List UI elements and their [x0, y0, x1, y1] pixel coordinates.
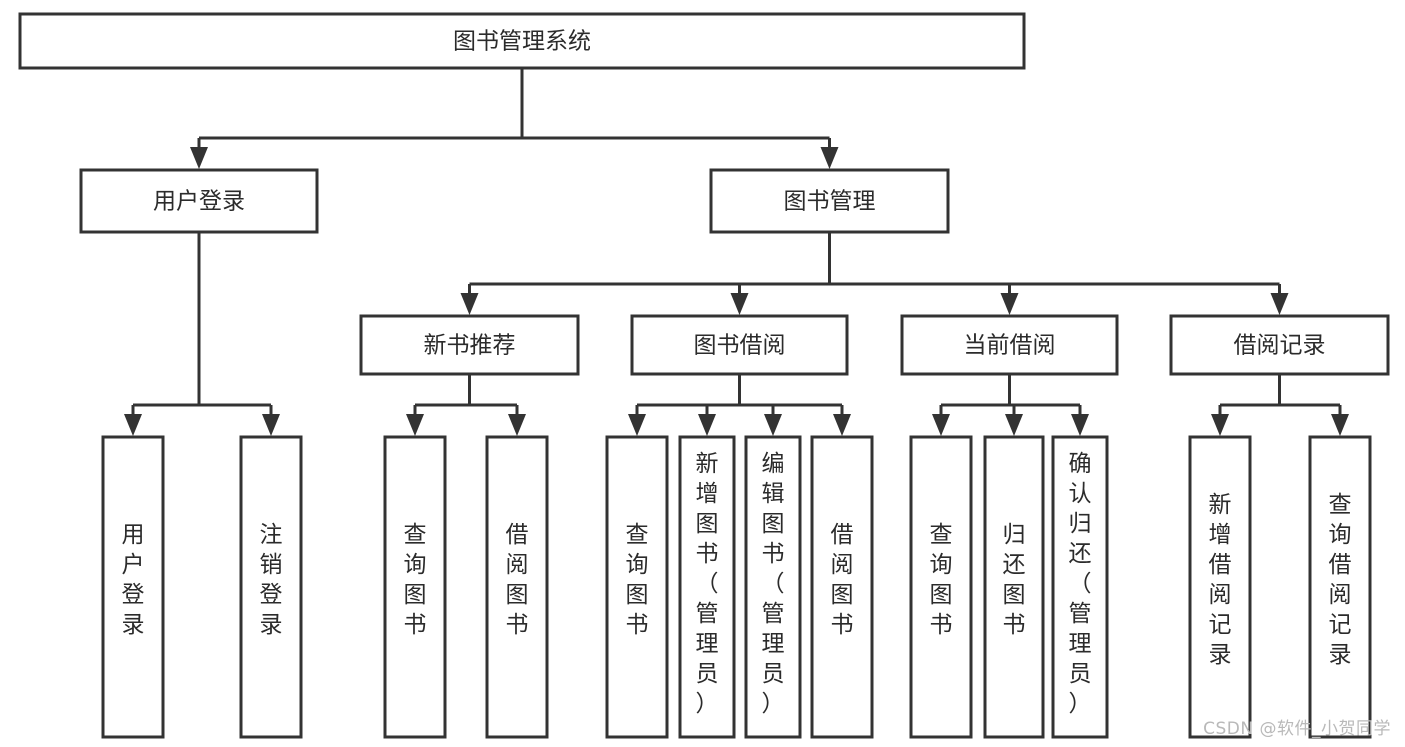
node-label: 借阅图书 — [831, 522, 854, 638]
arrow-head-icon — [820, 147, 839, 169]
arrow-head-icon — [764, 414, 782, 436]
node-box — [1169, 314, 1390, 376]
node-borrow-record[interactable]: 借阅记录 — [1169, 314, 1390, 376]
node-label: 查询图书 — [930, 522, 953, 638]
node-box — [101, 435, 165, 739]
node-label: 新增图书（管理员） — [696, 451, 719, 717]
node-box — [900, 314, 1119, 376]
node-box — [239, 435, 303, 739]
node-box — [18, 12, 1026, 70]
node-leaf-edit-book[interactable]: 编辑图书（管理员） — [744, 435, 802, 739]
node-box — [605, 435, 669, 739]
node-leaf-return-book[interactable]: 归还图书 — [983, 435, 1045, 739]
node-label: 查询图书 — [626, 522, 649, 638]
node-box — [79, 168, 319, 234]
node-label: 借阅图书 — [506, 522, 529, 638]
node-box — [630, 314, 849, 376]
node-box — [744, 435, 802, 739]
node-label: 查询借阅记录 — [1329, 492, 1352, 668]
node-layer: 图书管理系统用户登录图书管理新书推荐图书借阅当前借阅借阅记录用户登录注销登录查询… — [18, 12, 1390, 739]
watermark-text: CSDN @软件_小贺同学 — [1203, 719, 1391, 739]
node-label: 用户登录 — [153, 189, 245, 215]
node-box — [1308, 435, 1372, 739]
node-leaf-add-book[interactable]: 新增图书（管理员） — [678, 435, 736, 739]
node-label: 图书借阅 — [694, 333, 786, 359]
node-label: 新增借阅记录 — [1209, 492, 1232, 668]
node-box — [1188, 435, 1252, 739]
arrow-head-icon — [1211, 414, 1229, 436]
arrow-head-icon — [730, 293, 749, 315]
node-leaf-query-book-3[interactable]: 查询图书 — [909, 435, 973, 739]
node-user-login[interactable]: 用户登录 — [79, 168, 319, 234]
node-label: 当前借阅 — [964, 333, 1056, 359]
node-leaf-borrow-book-2[interactable]: 借阅图书 — [810, 435, 874, 739]
arrow-head-icon — [460, 293, 479, 315]
node-leaf-add-borrow-record[interactable]: 新增借阅记录 — [1188, 435, 1252, 739]
node-new-book-recommend[interactable]: 新书推荐 — [359, 314, 580, 376]
arrow-head-icon — [190, 147, 208, 169]
arrow-head-icon — [508, 414, 526, 436]
node-label: 用户登录 — [122, 522, 145, 638]
node-label: 新书推荐 — [424, 333, 516, 359]
node-label: 编辑图书（管理员） — [762, 451, 785, 717]
arrow-head-icon — [833, 414, 851, 436]
node-box — [983, 435, 1045, 739]
arrow-head-icon — [406, 414, 424, 436]
arrow-head-icon — [628, 414, 646, 436]
node-box — [678, 435, 736, 739]
arrow-head-icon — [1005, 414, 1023, 436]
node-label: 图书管理 — [784, 189, 876, 215]
node-label: 归还图书 — [1003, 522, 1026, 638]
arrow-head-icon — [932, 414, 950, 436]
node-leaf-confirm-return[interactable]: 确认归还（管理员） — [1051, 435, 1109, 739]
node-leaf-query-borrow-record[interactable]: 查询借阅记录 — [1308, 435, 1372, 739]
edge-layer — [124, 68, 1349, 436]
arrow-head-icon — [1331, 414, 1349, 436]
node-box — [485, 435, 549, 739]
node-box — [1051, 435, 1109, 739]
node-box — [810, 435, 874, 739]
node-leaf-borrow-book-1[interactable]: 借阅图书 — [485, 435, 549, 739]
node-label: 图书管理系统 — [453, 29, 591, 55]
node-label: 查询图书 — [404, 522, 427, 638]
node-label: 确认归还（管理员） — [1069, 451, 1092, 717]
node-box — [383, 435, 447, 739]
node-box — [909, 435, 973, 739]
node-current-borrow[interactable]: 当前借阅 — [900, 314, 1119, 376]
node-leaf-query-book-2[interactable]: 查询图书 — [605, 435, 669, 739]
arrow-head-icon — [698, 414, 716, 436]
arrow-head-icon — [1000, 293, 1019, 315]
arrow-head-icon — [124, 414, 142, 436]
node-box — [359, 314, 580, 376]
arrow-head-icon — [1071, 414, 1089, 436]
node-leaf-user-login[interactable]: 用户登录 — [101, 435, 165, 739]
arrow-head-icon — [262, 414, 280, 436]
arrow-head-icon — [1270, 293, 1289, 315]
node-book-borrow[interactable]: 图书借阅 — [630, 314, 849, 376]
node-root[interactable]: 图书管理系统 — [18, 12, 1026, 70]
node-box — [709, 168, 950, 234]
node-leaf-user-logout[interactable]: 注销登录 — [239, 435, 303, 739]
node-label: 注销登录 — [260, 522, 283, 638]
node-label: 借阅记录 — [1234, 333, 1326, 359]
node-book-manage[interactable]: 图书管理 — [709, 168, 950, 234]
node-leaf-query-book-1[interactable]: 查询图书 — [383, 435, 447, 739]
